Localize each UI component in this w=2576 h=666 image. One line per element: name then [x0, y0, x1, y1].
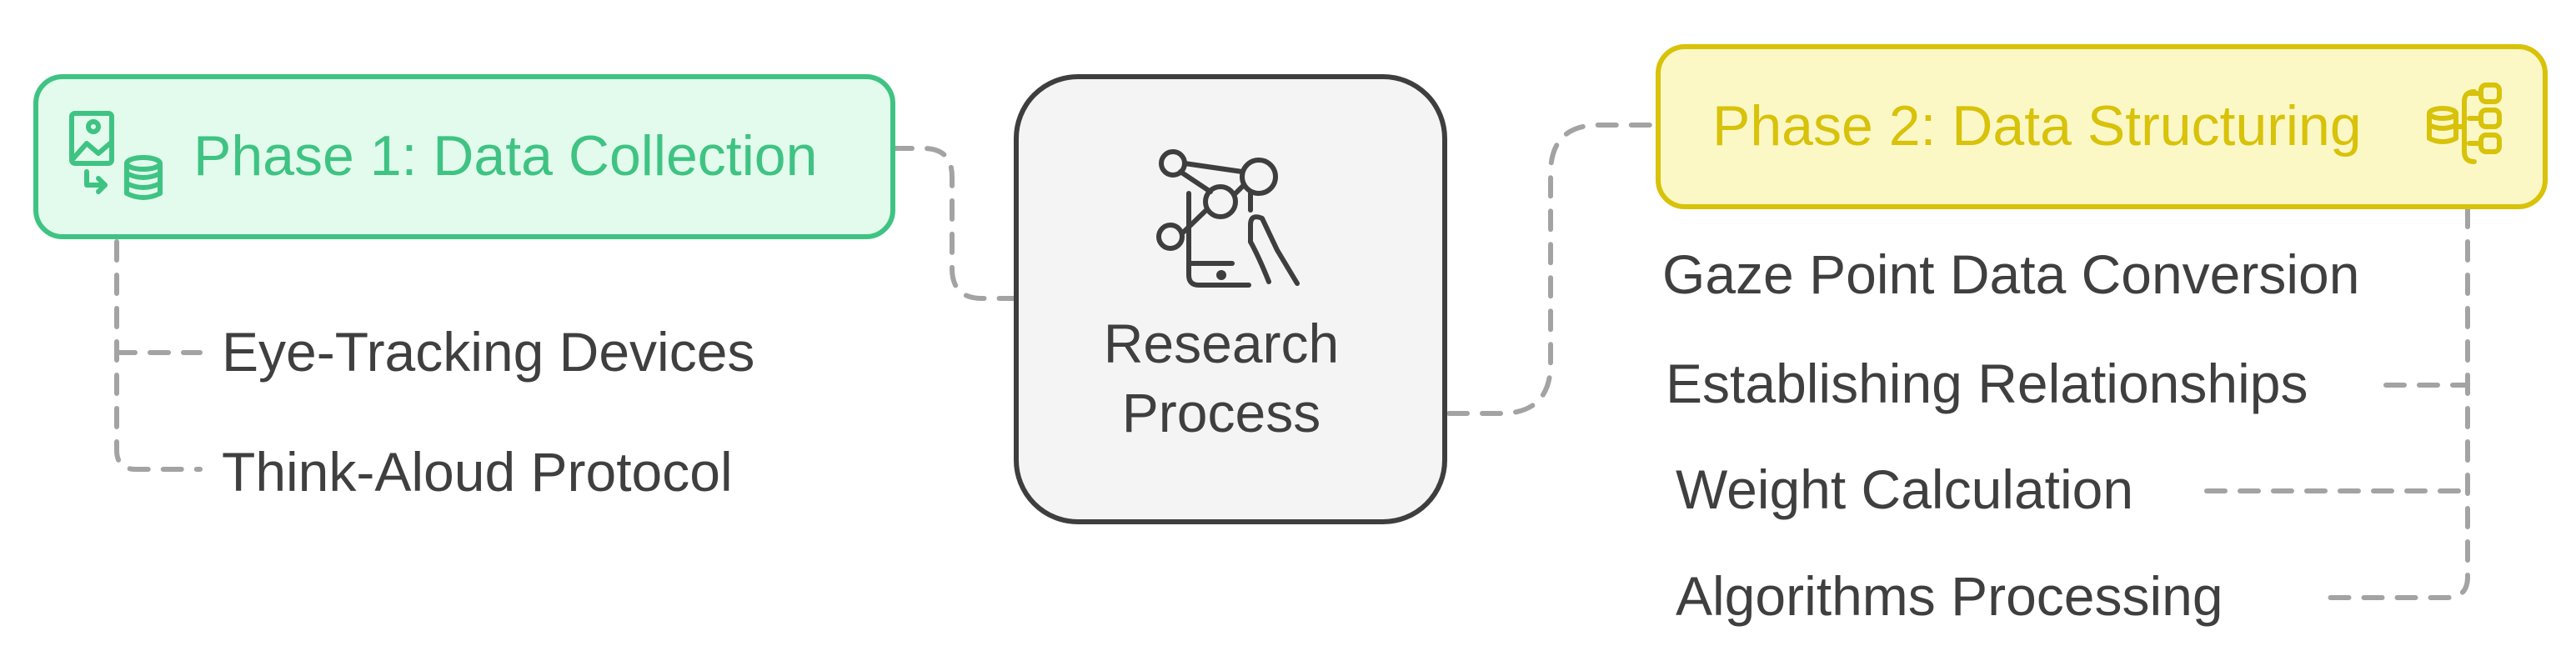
phase2-item-algorithms: Algorithms Processing	[1676, 565, 2223, 627]
phase1-node: Phase 1: Data Collection	[33, 74, 895, 239]
phase2-box	[1656, 44, 2548, 209]
phase2-item-weight: Weight Calculation	[1676, 458, 2133, 520]
database-structure-icon	[2427, 83, 2502, 164]
center-node: Research Process	[1014, 74, 1447, 524]
phase1-items: Eye-Tracking Devices Think-Aloud Protoco…	[222, 321, 754, 503]
phase2-item-gaze-point: Gaze Point Data Conversion	[1662, 243, 2359, 305]
connector-phase2-children	[2328, 206, 2470, 600]
network-phone-hand-icon	[1156, 149, 1300, 288]
center-label-line1: Research	[1104, 313, 1339, 374]
phase2-title: Phase 2: Data Structuring	[1712, 94, 2362, 158]
connector-phase1-to-center	[891, 146, 1021, 301]
connectors	[114, 123, 2470, 600]
image-database-transfer-icon	[69, 111, 163, 200]
phase1-item-eye-tracking: Eye-Tracking Devices	[222, 321, 754, 383]
connector-phase1-children	[114, 239, 203, 472]
phase1-title: Phase 1: Data Collection	[193, 124, 817, 188]
phase2-items: Gaze Point Data Conversion Establishing …	[1662, 243, 2359, 627]
phase2-node: Phase 2: Data Structuring	[1656, 44, 2548, 209]
center-box	[1014, 74, 1447, 524]
center-label-line2: Process	[1122, 382, 1321, 443]
connector-center-to-phase2	[1446, 123, 1661, 416]
phase2-item-relationships: Establishing Relationships	[1666, 353, 2308, 414]
phase1-box	[33, 74, 895, 239]
phase1-item-think-aloud: Think-Aloud Protocol	[222, 441, 733, 503]
